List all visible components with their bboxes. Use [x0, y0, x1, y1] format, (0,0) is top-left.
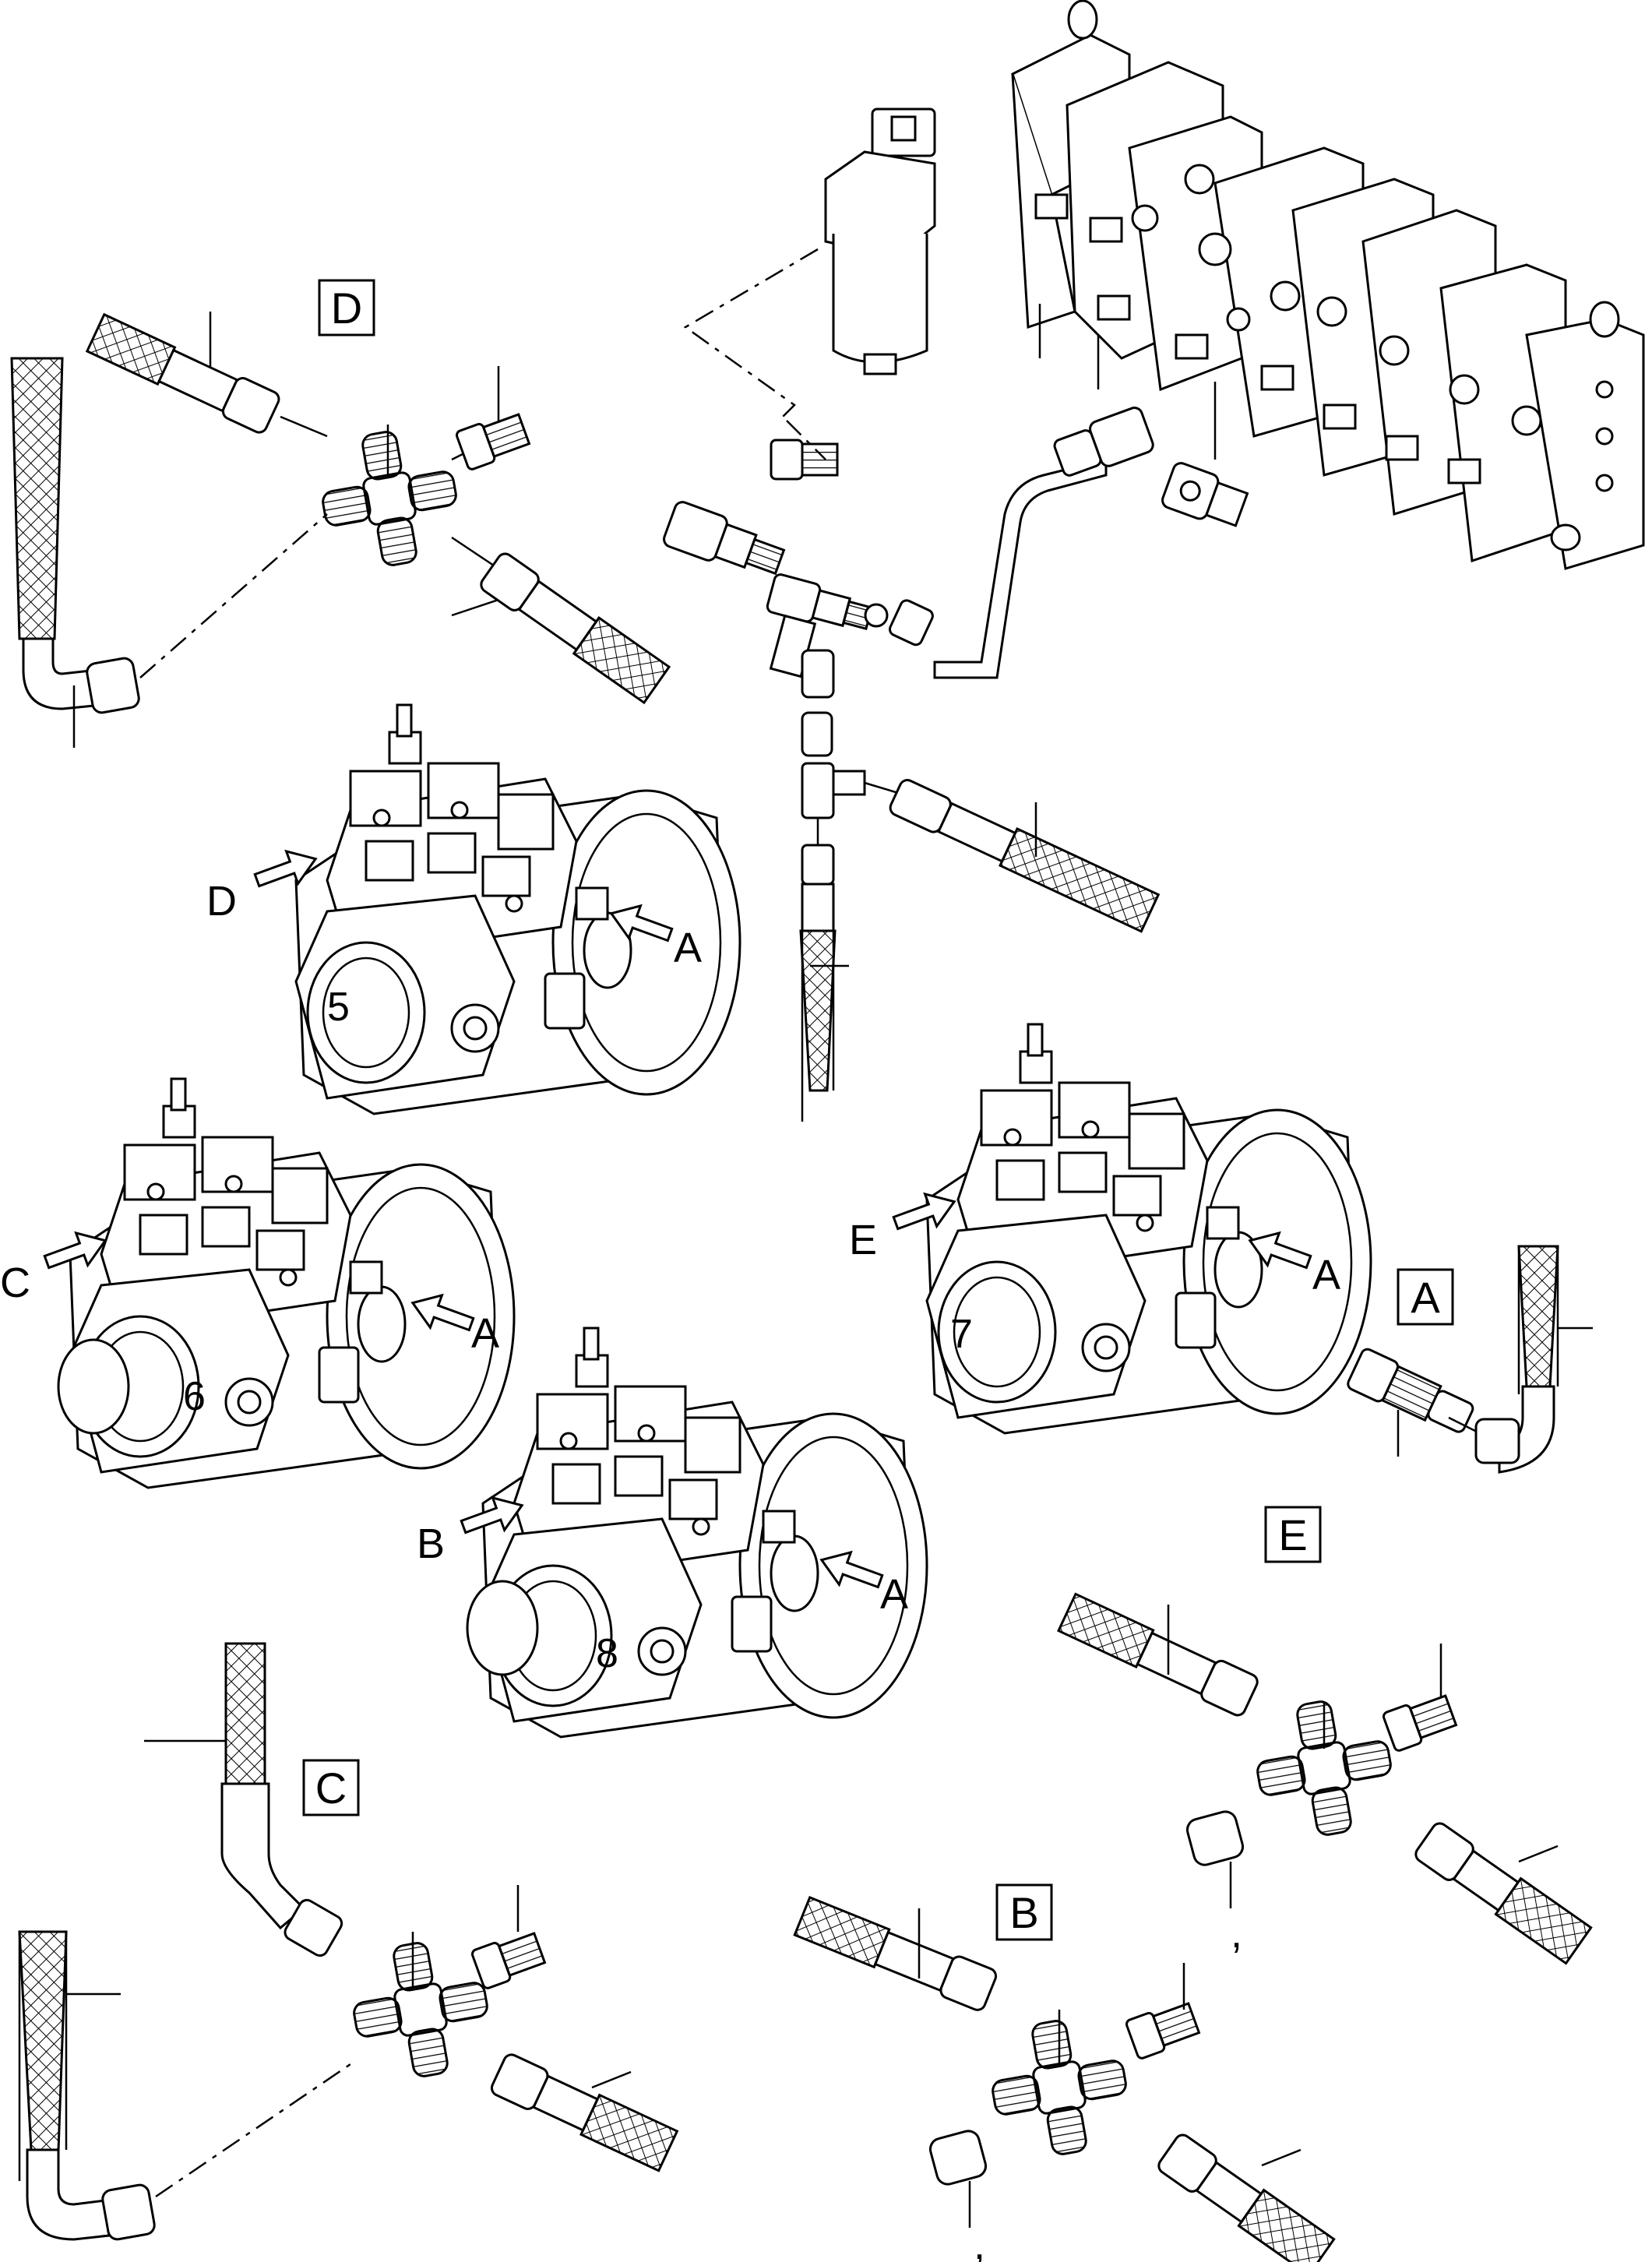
detail-c: C: [18, 1642, 679, 2241]
pump-6: 6: [57, 1077, 516, 1489]
svg-text:D: D: [206, 878, 237, 925]
svg-text:A: A: [674, 925, 702, 971]
pointer-a-pump6: A: [405, 1285, 499, 1357]
detail-d: D: [10, 279, 671, 748]
svg-text:E: E: [849, 1217, 877, 1263]
pointer-c: C: [0, 1223, 113, 1306]
tick-mark-b: ,: [974, 2221, 985, 2262]
pump-5: 5: [294, 703, 741, 1115]
callout-box-a: [1397, 1268, 1454, 1326]
callout-box-b: [995, 1883, 1053, 1941]
pipe-fittings: [663, 382, 1249, 1122]
pump-5-number: 5: [327, 985, 350, 1030]
pointer-a-pump7: A: [1242, 1223, 1340, 1298]
callout-d-label: D: [331, 284, 362, 333]
svg-text:C: C: [0, 1260, 30, 1306]
callout-box-e: [1264, 1506, 1322, 1563]
svg-text:A: A: [1312, 1252, 1340, 1298]
detail-a: A: [1347, 1245, 1593, 1474]
pointer-a-pump5: A: [604, 896, 702, 971]
pointer-a-pump8: A: [814, 1542, 908, 1618]
svg-text:A: A: [880, 1571, 908, 1618]
callout-box-d: [318, 279, 375, 336]
tick-mark-e: ,: [1231, 1910, 1242, 1957]
pump-6-number: 6: [183, 1374, 206, 1419]
pointer-e: E: [849, 1184, 962, 1263]
pump-8-number: 8: [596, 1631, 618, 1676]
callout-b-label: B: [1009, 1888, 1038, 1937]
pump-8: 8: [466, 1327, 928, 1739]
control-valve-block: [1011, 0, 1645, 570]
svg-text:A: A: [471, 1310, 499, 1357]
pump-7: 7: [925, 1023, 1372, 1435]
detail-e: E ,: [1057, 1506, 1593, 1965]
svg-text:B: B: [417, 1520, 445, 1567]
callout-box-c: [302, 1759, 360, 1816]
callout-c-label: C: [315, 1763, 347, 1813]
filter: [824, 107, 936, 375]
callout-e-label: E: [1278, 1510, 1307, 1559]
pointer-b: B: [417, 1488, 530, 1567]
callout-a-label: A: [1411, 1273, 1440, 1322]
pointer-d: D: [206, 841, 323, 925]
detail-b: B ,: [793, 1883, 1336, 2262]
pump-7-number: 7: [950, 1312, 973, 1357]
